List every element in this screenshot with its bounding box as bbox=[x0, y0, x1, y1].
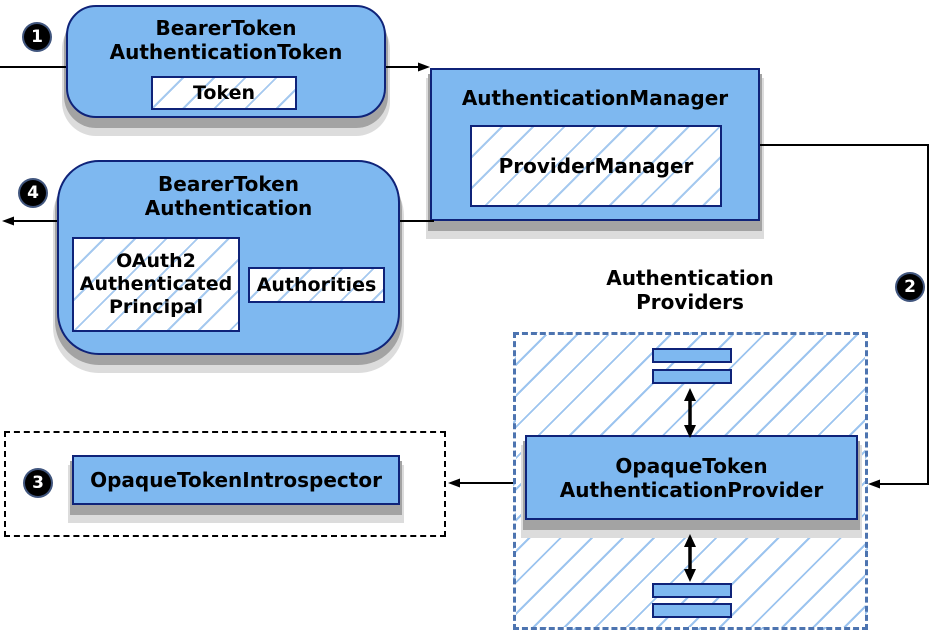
provider-stub-bar bbox=[652, 369, 732, 384]
opaque-token-introspector-title: OpaqueTokenIntrospector bbox=[90, 468, 382, 492]
provider-stub-bar bbox=[652, 583, 732, 598]
token-inner-box: Token bbox=[151, 76, 297, 110]
step-4-badge: 4 bbox=[20, 180, 46, 206]
authentication-providers-heading: Authentication Providers bbox=[606, 266, 774, 314]
step-2-badge: 2 bbox=[897, 274, 923, 300]
step-1-badge: 1 bbox=[24, 24, 50, 50]
opaque-token-introspector-node: OpaqueTokenIntrospector bbox=[72, 455, 400, 505]
authentication-providers-group: OpaqueToken AuthenticationProvider bbox=[513, 332, 868, 630]
oauth2-authenticated-principal-inner-box: OAuth2 Authenticated Principal bbox=[72, 237, 240, 332]
bearer-token-authentication-token-node: BearerToken AuthenticationToken Token bbox=[66, 5, 386, 118]
step-3-badge: 3 bbox=[25, 470, 51, 496]
authorities-inner-box: Authorities bbox=[248, 267, 385, 303]
bearer-token-authentication-title: BearerToken Authentication bbox=[144, 172, 313, 220]
authentication-manager-node: AuthenticationManager ProviderManager bbox=[430, 68, 760, 221]
bearer-token-authentication-node: BearerToken Authentication OAuth2 Authen… bbox=[57, 160, 400, 355]
opaque-token-authentication-provider-title: OpaqueToken AuthenticationProvider bbox=[559, 453, 824, 502]
provider-stub-bar bbox=[652, 603, 732, 618]
authentication-manager-title: AuthenticationManager bbox=[461, 86, 729, 110]
provider-manager-inner-box: ProviderManager bbox=[470, 125, 722, 207]
bearer-token-authentication-token-title: BearerToken AuthenticationToken bbox=[109, 16, 343, 64]
opaque-token-authentication-provider-node: OpaqueToken AuthenticationProvider bbox=[525, 435, 858, 520]
provider-stub-bar bbox=[652, 348, 732, 363]
opaque-token-introspector-group: OpaqueTokenIntrospector bbox=[4, 431, 446, 537]
